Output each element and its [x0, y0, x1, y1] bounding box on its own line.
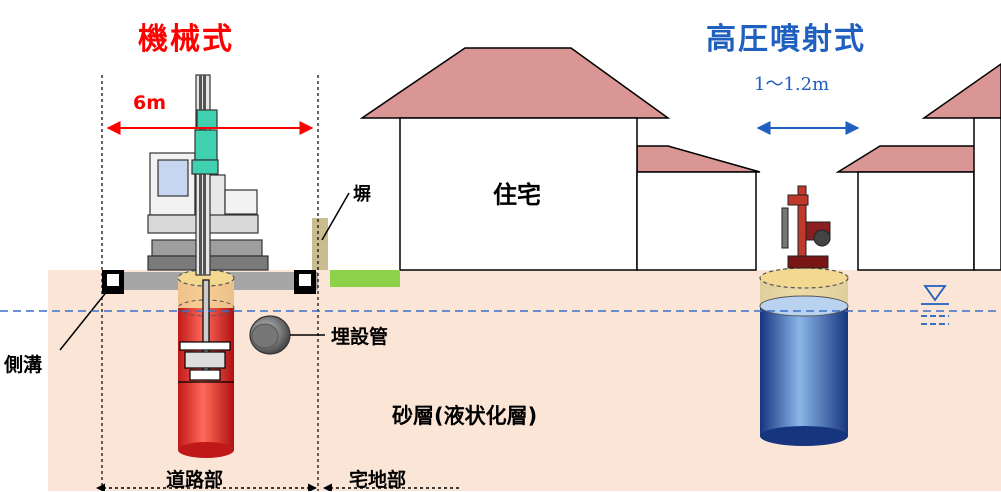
buried-pipe-label: 埋設管 — [331, 326, 389, 348]
house-right — [835, 63, 1001, 271]
lawn — [330, 270, 400, 287]
wall-leader-line — [321, 192, 350, 241]
wall-label: 塀 — [353, 184, 371, 205]
high-pressure-method-title: 高圧噴射式 — [706, 22, 866, 57]
mixing-head-icon — [178, 279, 234, 383]
side-ditch-left — [102, 270, 124, 294]
ditch-leader-line — [59, 289, 109, 351]
high-pressure-column — [759, 267, 849, 446]
road-section-label: 道路部 — [166, 469, 224, 491]
residential-section-label: 宅地部 — [349, 469, 407, 491]
side-ditch-label: 側溝 — [4, 354, 43, 376]
sand-layer-label: 砂層(液状化層) — [392, 404, 538, 428]
side-ditch-right — [294, 270, 316, 294]
house-label: 住宅 — [493, 181, 541, 209]
drilling-rig-icon — [781, 185, 831, 269]
mechanical-method-title: 機械式 — [138, 22, 234, 57]
house-main — [359, 47, 761, 271]
high-pressure-width-label: 1～1.2m — [754, 74, 830, 95]
water-table-icon — [921, 285, 949, 325]
buried-pipe-icon — [249, 315, 291, 355]
garden-wall — [312, 218, 328, 270]
mechanical-width-label: 6m — [133, 92, 167, 114]
